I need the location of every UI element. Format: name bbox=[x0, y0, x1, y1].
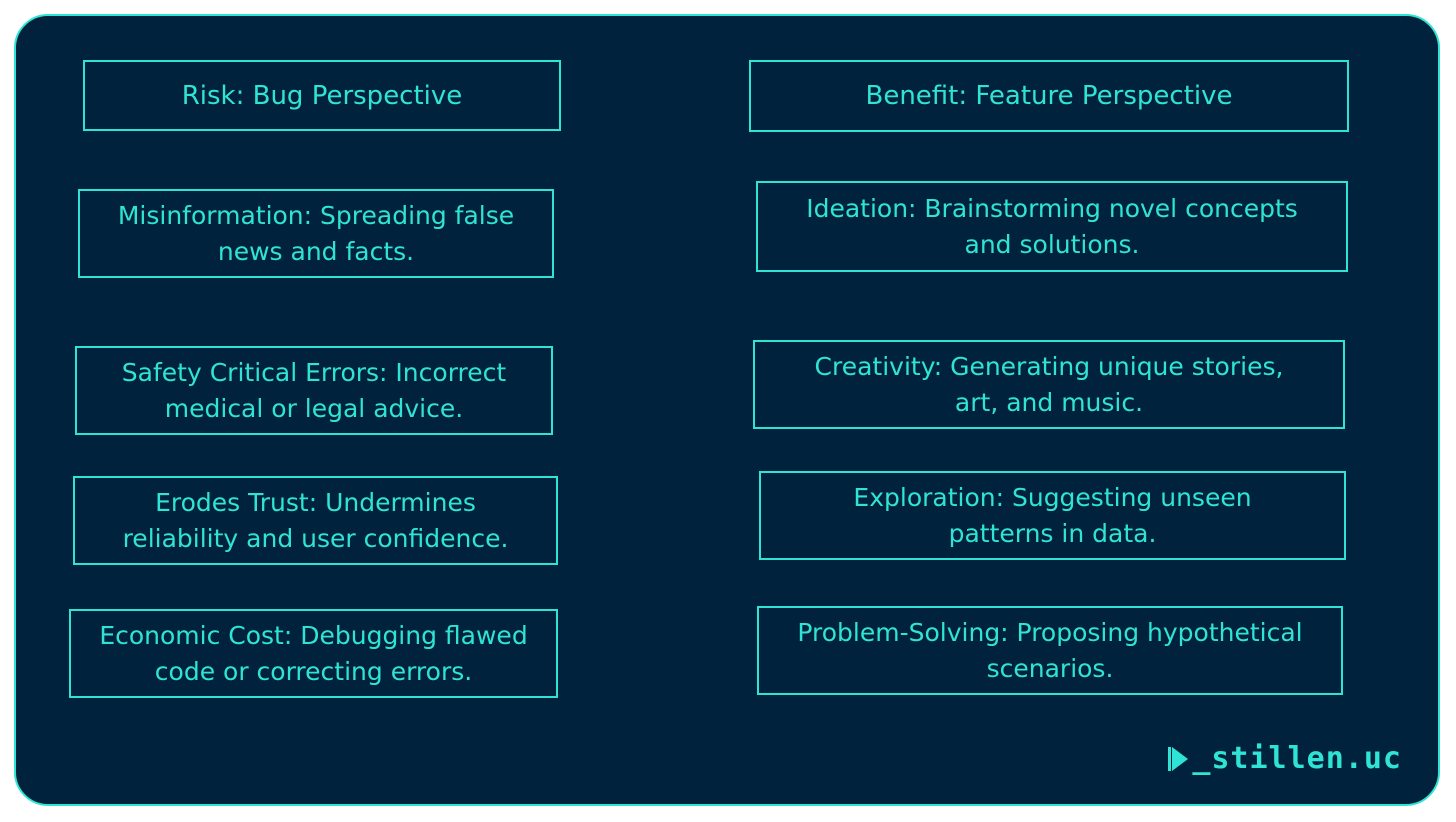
risk-item-line2: code or correcting errors. bbox=[154, 656, 473, 686]
risk-item-misinformation: Misinformation: Spreading false news and… bbox=[78, 189, 554, 278]
benefit-item-ideation: Ideation: Brainstorming novel concepts a… bbox=[756, 181, 1348, 272]
benefit-item-line1: Exploration: Suggesting unseen bbox=[853, 482, 1252, 512]
risk-item-line1: Economic Cost: Debugging flawed bbox=[99, 620, 528, 650]
benefit-item-line2: scenarios. bbox=[986, 653, 1114, 683]
play-icon bbox=[1168, 746, 1189, 771]
risk-header: Risk: Bug Perspective bbox=[181, 80, 463, 111]
benefit-header-box: Benefit: Feature Perspective bbox=[749, 60, 1349, 132]
brand-logo-text: _stillen.uc bbox=[1192, 741, 1402, 776]
brand-logo: _stillen.uc bbox=[1168, 741, 1402, 776]
benefit-item-line1: Creativity: Generating unique stories, bbox=[814, 351, 1284, 381]
risk-item-line1: Misinformation: Spreading false bbox=[117, 200, 515, 230]
risk-item-erodes-trust: Erodes Trust: Undermines reliability and… bbox=[73, 476, 558, 565]
risk-item-line1: Erodes Trust: Undermines bbox=[155, 487, 476, 517]
diagram-panel: Risk: Bug Perspective Misinformation: Sp… bbox=[14, 14, 1440, 806]
risk-header-box: Risk: Bug Perspective bbox=[83, 60, 561, 131]
benefit-item-exploration: Exploration: Suggesting unseen patterns … bbox=[759, 471, 1346, 560]
benefit-item-line2: art, and music. bbox=[954, 387, 1144, 417]
benefit-item-line2: patterns in data. bbox=[948, 518, 1157, 548]
benefit-item-line1: Problem-Solving: Proposing hypothetical bbox=[797, 617, 1303, 647]
risk-item-line2: medical or legal advice. bbox=[164, 393, 464, 423]
risk-item-safety-critical-errors: Safety Critical Errors: Incorrect medica… bbox=[75, 346, 553, 435]
benefit-item-problem-solving: Problem-Solving: Proposing hypothetical … bbox=[757, 606, 1343, 695]
risk-item-economic-cost: Economic Cost: Debugging flawed code or … bbox=[69, 609, 558, 698]
risk-item-line2: reliability and user confidence. bbox=[122, 523, 509, 553]
benefit-item-creativity: Creativity: Generating unique stories, a… bbox=[753, 340, 1345, 429]
benefit-item-line1: Ideation: Brainstorming novel concepts bbox=[806, 193, 1298, 223]
risk-item-line1: Safety Critical Errors: Incorrect bbox=[121, 357, 507, 387]
risk-item-line2: news and facts. bbox=[217, 236, 415, 266]
benefit-header: Benefit: Feature Perspective bbox=[865, 81, 1233, 111]
benefit-item-line2: and solutions. bbox=[964, 229, 1140, 259]
